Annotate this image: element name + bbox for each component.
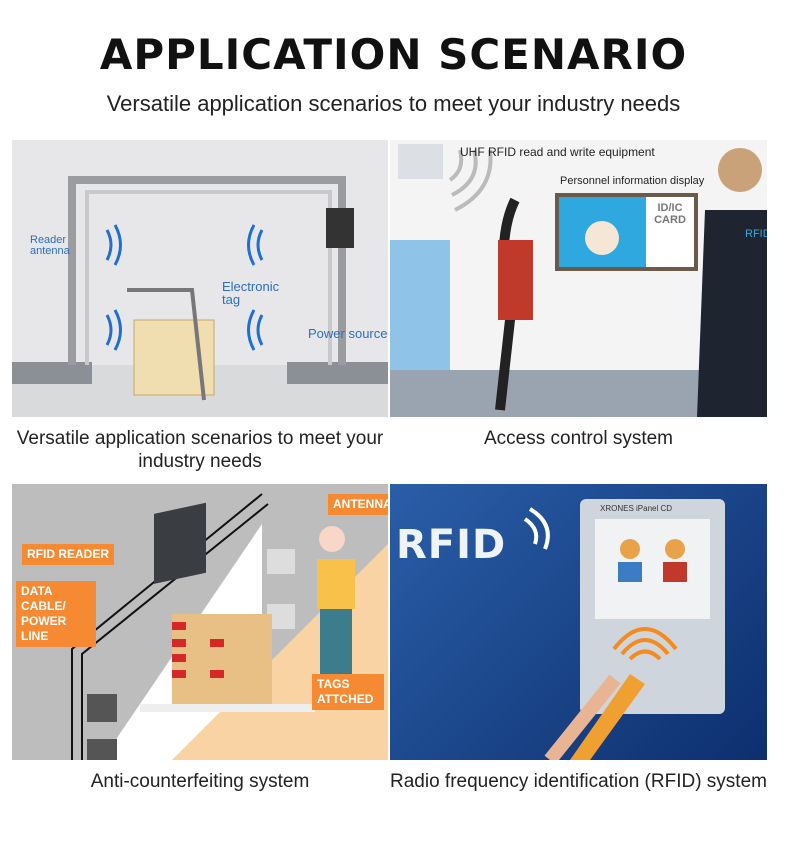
equipment-label: UHF RFID read and write equipment — [460, 145, 655, 159]
page-title: APPLICATION SCENARIO — [99, 30, 688, 79]
scenario-image-rfid-system: RFID XRONES iPanel CD — [390, 484, 767, 760]
power-source-label: Power source — [308, 326, 388, 341]
rfid-reader-label: RFID READER — [22, 544, 115, 565]
electronic-tag-label: Electronic tag — [222, 279, 280, 307]
page-subtitle: Versatile application scenarios to meet … — [106, 91, 681, 116]
gate-illustration — [12, 176, 388, 417]
panel-label: XRONES iPanel CD — [600, 504, 673, 513]
tags-attached-label: TAGS ATTCHED — [312, 674, 384, 710]
reader-antenna-label: Reader antenna — [30, 234, 70, 257]
caption-access-control: Access control system — [484, 428, 673, 449]
scenario-image-warehouse-gate: Reader antenna Electronic tag Power sour… — [12, 140, 388, 417]
caption-rfid-system: Radio frequency identification (RFID) sy… — [390, 771, 767, 792]
card-label: ID/IC CARD — [654, 202, 686, 226]
caption-anti-counterfeiting: Anti-counterfeiting system — [90, 771, 310, 792]
scenario-image-access-control: UHF RFID read and write equipment Person… — [390, 140, 767, 417]
access-illustration — [390, 144, 767, 417]
antenna-label: ANTENNA — [328, 494, 388, 515]
rfid-illustration — [523, 499, 725, 760]
scenario-image-anti-counterfeiting: ANTENNA RFID READER DATA CABLE/ POWER LI… — [12, 484, 388, 760]
display-label: Personnel information display — [560, 175, 705, 187]
rfid-text: RFID — [396, 522, 507, 568]
rfid-label: RFID — [745, 228, 767, 240]
caption-warehouse: Versatile application scenarios to meet … — [16, 428, 384, 472]
data-cable-label: DATA CABLE/ POWER LINE — [16, 581, 96, 647]
